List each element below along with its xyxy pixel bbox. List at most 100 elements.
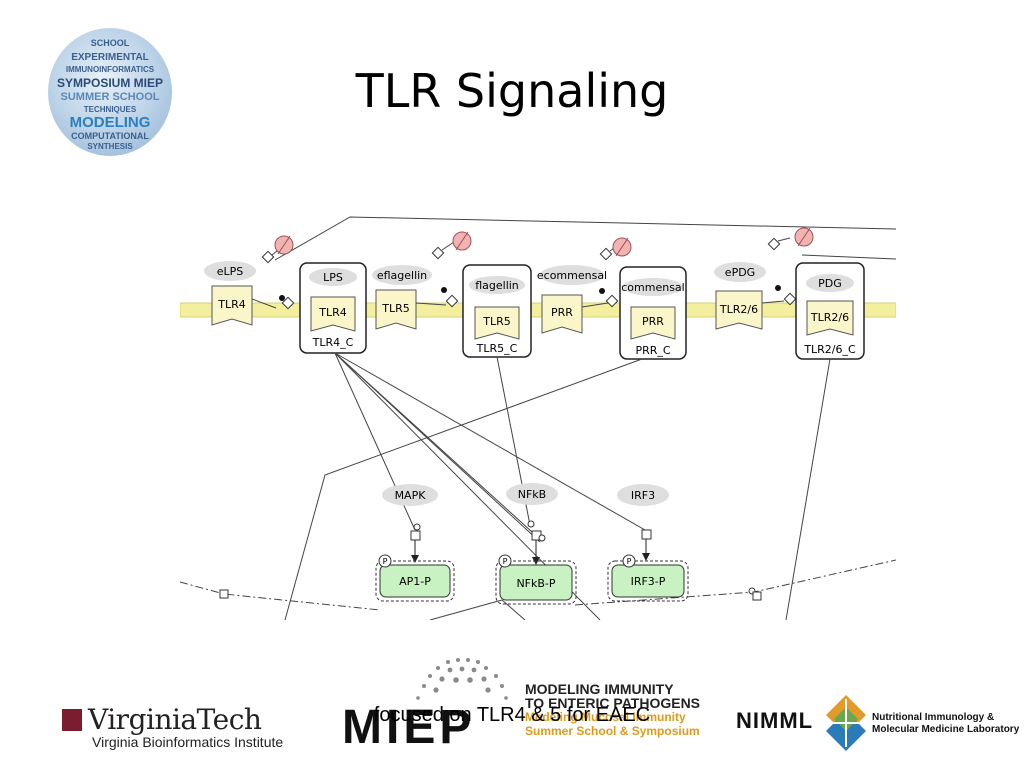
- nimml-diamond-icon: [826, 695, 866, 751]
- complex-label: TLR5_C: [476, 342, 518, 355]
- receptor-shape: [541, 294, 583, 334]
- reaction-node: [261, 250, 275, 264]
- complex-top-label: PDG: [818, 277, 842, 290]
- tlr-signaling-diagram: eLPS TLR4 LPS TLR4 TLR4_C eflagellin TLR…: [180, 216, 896, 620]
- logo-word: SYMPOSIUM MIEP: [56, 76, 163, 90]
- reaction-line: [581, 302, 609, 308]
- connector-line: [274, 216, 896, 261]
- reaction-line: [415, 302, 447, 306]
- output-outer: [495, 560, 577, 605]
- catalysis-marker: [527, 520, 535, 528]
- phospho-label: P: [383, 557, 388, 566]
- miep-logo-text: MODELING IMMUNITY TO ENTERIC PATHOGENS M…: [525, 682, 700, 738]
- sink-slash: [277, 235, 291, 255]
- virginia-tech-logo: VirginiaTech Virginia Bioinformatics Ins…: [62, 703, 283, 750]
- reaction-dot: [441, 287, 447, 293]
- nimml-logo-mark: NIMML: [736, 708, 814, 733]
- output-outer: [607, 560, 689, 602]
- reaction-line: [777, 237, 791, 242]
- kinase-ellipse: [617, 484, 669, 506]
- reaction-line: [251, 298, 277, 309]
- logo-word: TECHNIQUES: [83, 105, 137, 114]
- process-node: [219, 589, 229, 599]
- reaction-node: [431, 246, 445, 260]
- nimml-line-2: Molecular Medicine Laboratory: [872, 724, 1020, 735]
- miep-logo-mark: MIEP: [342, 701, 476, 754]
- complex-mid-label: TLR2/6: [810, 311, 849, 324]
- logo-word: SUMMER SCHOOL: [60, 91, 160, 103]
- sink-slash: [615, 237, 629, 257]
- catalysis-marker: [538, 534, 546, 542]
- reaction-line: [441, 241, 455, 251]
- reaction-node: [281, 296, 295, 310]
- miep-line-3: Modeling Mucosal Immunity: [525, 710, 686, 724]
- complex-receptor-shape: [310, 296, 356, 332]
- arrow-head: [642, 553, 650, 561]
- signal-line: [334, 352, 646, 531]
- virginia-tech-shield-icon: [62, 709, 82, 731]
- kinase-label: IRF3: [631, 489, 655, 502]
- phospho-marker: [378, 554, 392, 568]
- logo-word: EXPERIMENTAL: [71, 52, 149, 63]
- catalysis-marker: [413, 523, 421, 531]
- output-node: [611, 564, 685, 598]
- complex-mid-label: TLR4: [318, 306, 347, 319]
- complex-label: TLR2/6_C: [803, 343, 856, 356]
- phospho-label: P: [627, 557, 632, 566]
- process-node: [410, 530, 421, 541]
- sink-slash: [797, 227, 811, 247]
- arrow-head: [411, 555, 419, 563]
- complex-top-label: commensal: [621, 281, 684, 294]
- dashdot-line: [180, 581, 381, 611]
- complex-top-ellipse: [469, 276, 525, 294]
- complex-receptor-shape: [630, 306, 676, 340]
- output-label: IRF3-P: [631, 575, 666, 588]
- output-outer: [375, 560, 455, 602]
- ligand-ellipse: [204, 261, 256, 281]
- slide-caption: focused on TLR4 & 5 for EAEC: [373, 704, 651, 726]
- logo-word: COMPUTATIONAL: [71, 131, 149, 141]
- signal-line: [501, 599, 526, 620]
- phospho-label: P: [503, 557, 508, 566]
- signal-line: [334, 352, 541, 543]
- nimml-line-1: Nutritional Immunology &: [872, 712, 995, 723]
- reaction-node: [605, 294, 619, 308]
- symposium-logo: SCHOOL EXPERIMENTAL IMMUNOINFORMATICS SY…: [48, 28, 172, 156]
- complex-mid-label: PRR: [642, 315, 664, 328]
- miep-line-4: Summer School & Symposium: [525, 724, 700, 738]
- receptor-shape: [211, 285, 253, 326]
- ligand-label: eLPS: [217, 265, 244, 278]
- ligand-label: ecommensal: [537, 269, 607, 282]
- nimml-subtitle: Nutritional Immunology & Molecular Medic…: [872, 712, 1019, 736]
- complex-receptor-shape: [474, 306, 520, 340]
- receptor-shape: [375, 289, 417, 330]
- miep-line-1: MODELING IMMUNITY: [525, 681, 674, 697]
- miep-dots-icon: [416, 658, 508, 700]
- reaction-dot: [775, 285, 781, 291]
- miep-line-2: TO ENTERIC PATHOGENS: [525, 695, 701, 711]
- complex-top-ellipse: [623, 278, 683, 296]
- process-node: [641, 529, 652, 540]
- ligand-label: eflagellin: [377, 269, 427, 282]
- output-label: AP1-P: [399, 575, 431, 588]
- connector-line: [801, 254, 896, 260]
- reaction-line: [761, 300, 785, 304]
- sink-slash: [455, 231, 469, 251]
- receptor-label: TLR4: [217, 298, 246, 311]
- kinase-ellipse: [506, 483, 558, 505]
- slide-title: TLR Signaling: [355, 64, 669, 118]
- output-label: NFkB-P: [516, 577, 555, 590]
- logo-word: MODELING: [69, 114, 151, 131]
- logo-word: IMMUNOINFORMATICS: [65, 65, 155, 74]
- complex-top-label: LPS: [323, 271, 343, 284]
- reaction-node: [445, 294, 459, 308]
- ligand-ellipse: [540, 265, 604, 285]
- complex-top-label: flagellin: [475, 279, 519, 292]
- virginia-tech-subtitle: Virginia Bioinformatics Institute: [92, 734, 284, 750]
- ligand-ellipse: [714, 262, 766, 282]
- reaction-dot: [279, 295, 285, 301]
- virginia-tech-name: VirginiaTech: [88, 703, 262, 736]
- complex-top-ellipse: [806, 274, 854, 292]
- ligand-label: ePDG: [725, 266, 755, 279]
- complex-label: PRR_C: [635, 344, 670, 357]
